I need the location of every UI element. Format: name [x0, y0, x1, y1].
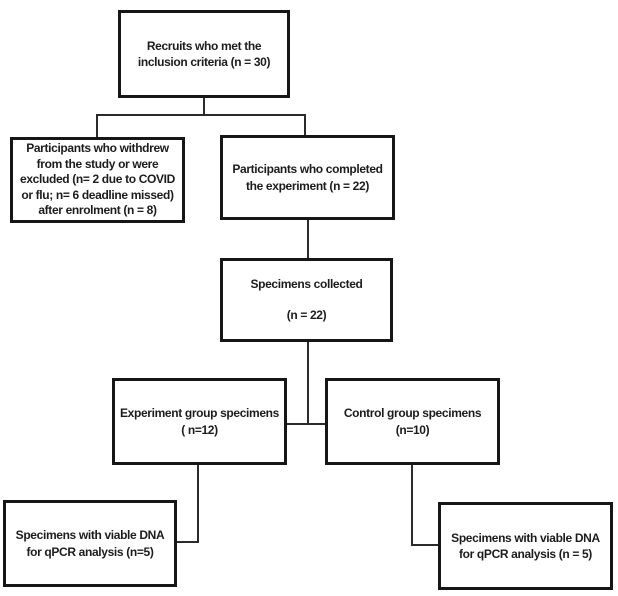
connector-to-withdrew [96, 114, 98, 138]
node-experiment-viable-dna: Specimens with viable DNA for qPCR analy… [3, 500, 177, 587]
connector-experiment-drop [197, 465, 199, 543]
connector-recruits-stem [203, 98, 205, 116]
connector-control-drop [411, 465, 413, 546]
connector-experiment-elbow [177, 541, 199, 543]
connector-groups-bar [287, 423, 325, 425]
node-control-viable-dna: Specimens with viable DNA for qPCR analy… [438, 502, 613, 590]
node-completed: Participants who completed the experimen… [220, 135, 395, 220]
node-specimens-collected: Specimens collected (n = 22) [220, 258, 393, 342]
node-withdrew-excluded: Participants who withdrew from the study… [10, 137, 185, 223]
connector-to-completed [304, 114, 306, 136]
node-control-group: Control group specimens (n=10) [325, 378, 500, 465]
node-experiment-group: Experiment group specimens ( n=12) [112, 378, 287, 465]
connector-recruits-branch-bar [96, 114, 306, 116]
connector-completed-collected [307, 220, 309, 259]
connector-control-elbow [411, 544, 440, 546]
connector-collected-stem [307, 342, 309, 425]
node-recruits: Recruits who met the inclusion criteria … [118, 10, 290, 98]
